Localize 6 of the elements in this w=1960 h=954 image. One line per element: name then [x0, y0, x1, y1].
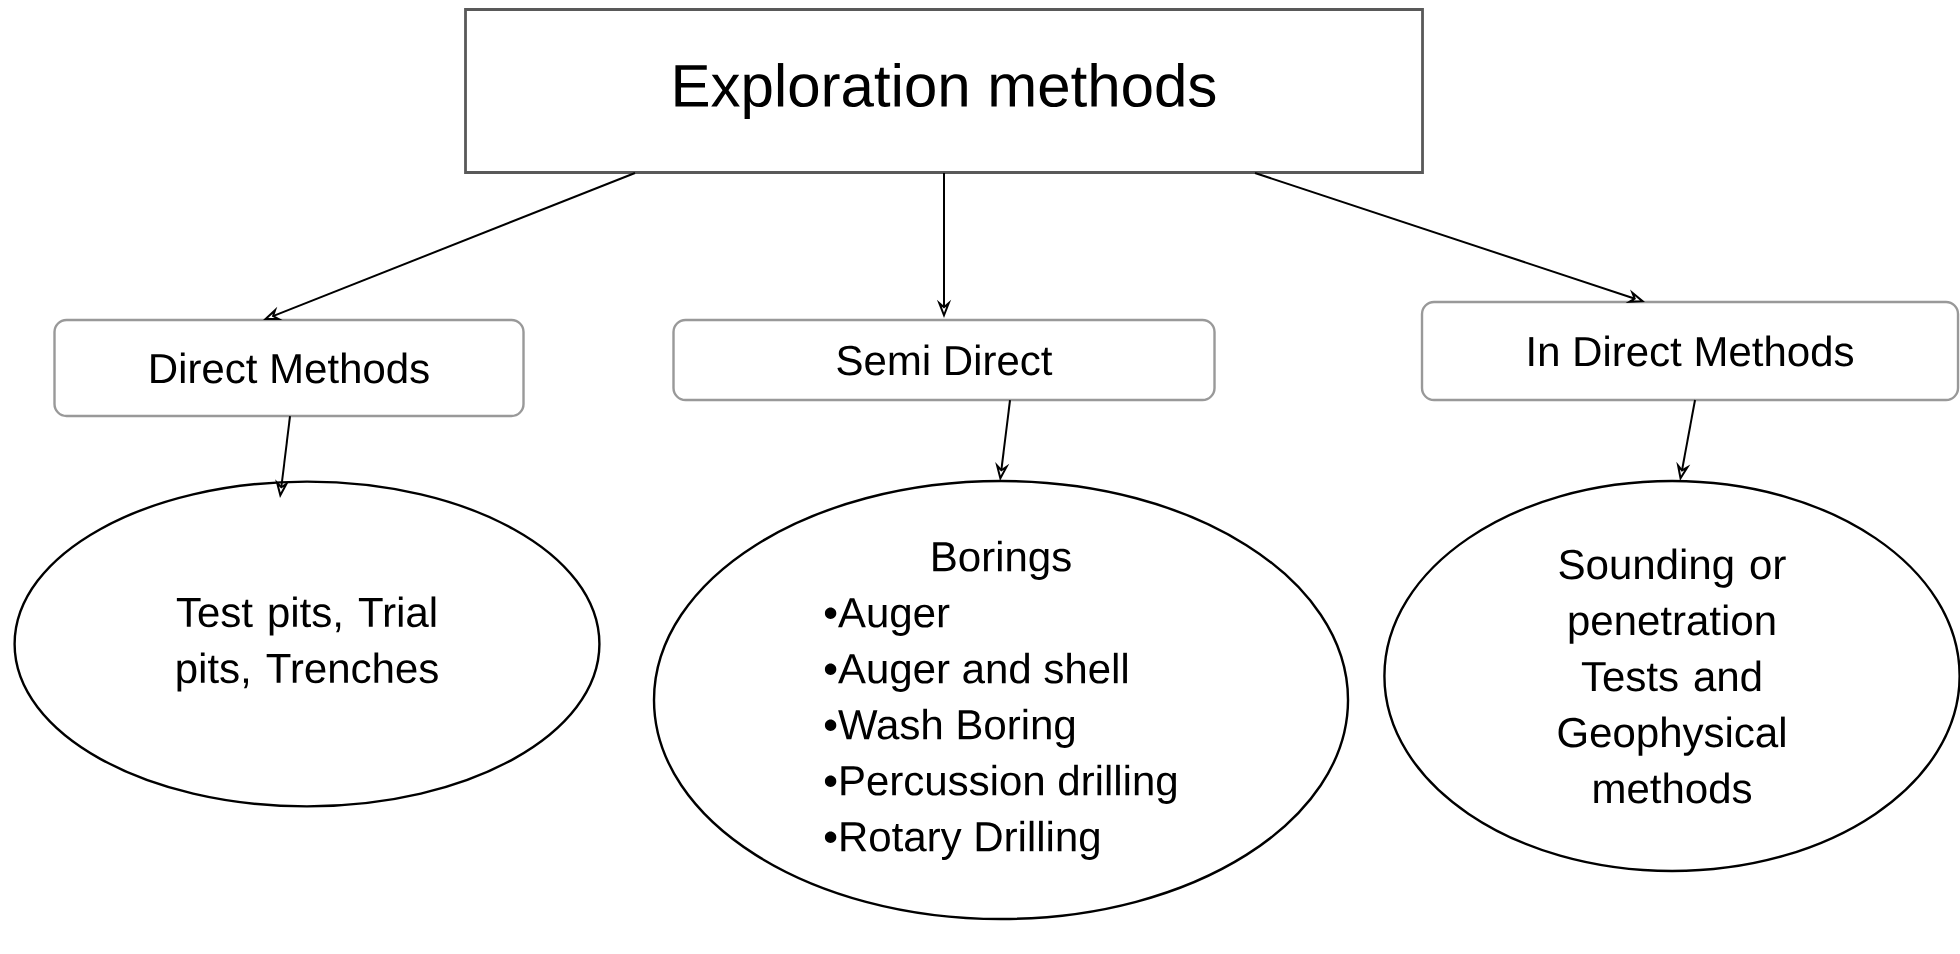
category-box: Semi Direct [672, 318, 1216, 402]
category-box: Direct Methods [53, 318, 525, 418]
ellipse-node: Borings •Auger •Auger and shell •Wash Boring •Percussion drilling •Rotary Drilling [652, 479, 1350, 921]
ellipse-node: Test pits, Trial pits, Trenches [13, 480, 601, 808]
title-box: Exploration methods [464, 8, 1424, 174]
category-box: In Direct Methods [1420, 300, 1960, 402]
